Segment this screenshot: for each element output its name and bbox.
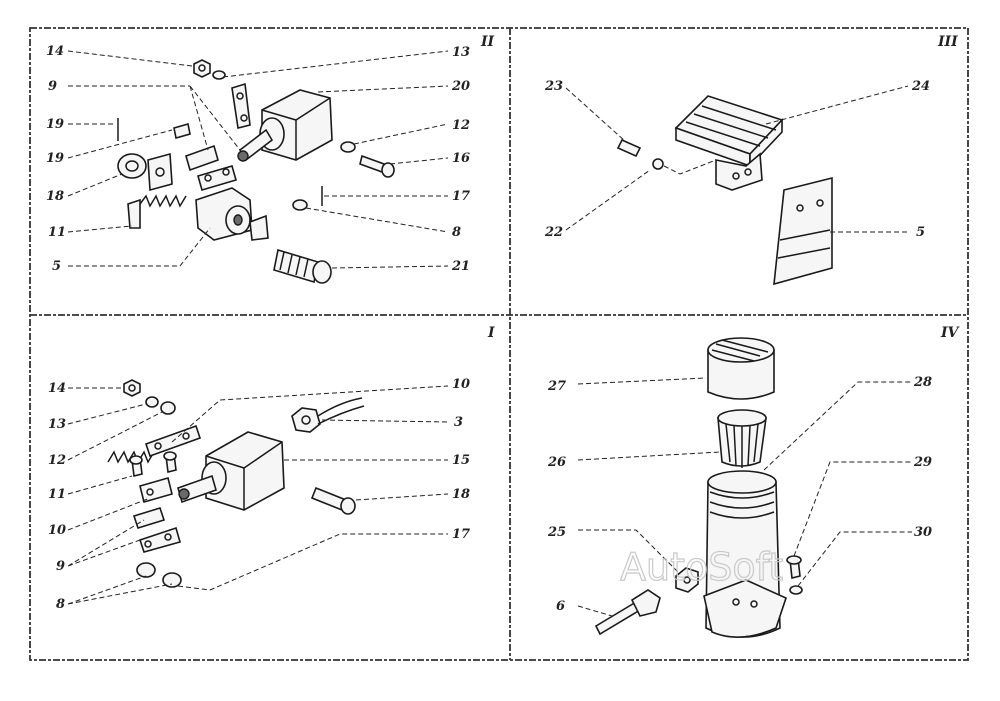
lever-plate-part-2 [197, 165, 237, 191]
callout-I-13: 13 [48, 417, 66, 432]
fitting-part [675, 567, 699, 593]
callout-I-8: 8 [56, 597, 65, 612]
cable-part [317, 397, 365, 425]
spring-hook-part [127, 198, 141, 229]
nut-part [193, 59, 211, 78]
callout-IV-6: 6 [556, 599, 565, 614]
washer-I-part [145, 396, 159, 408]
callout-IV-28: 28 [913, 375, 932, 390]
link-10-part [139, 477, 173, 503]
callout-II-19b: 19 [46, 151, 64, 166]
tube-part [594, 600, 642, 636]
callout-I-14: 14 [48, 381, 66, 396]
panel-IV-drawing [577, 337, 912, 638]
callout-II-11: 11 [48, 225, 66, 240]
washer-8-I-part-2 [162, 572, 182, 588]
callout-II-9: 9 [48, 79, 57, 94]
housing-I-part [205, 431, 285, 511]
callout-I-12: 12 [48, 453, 66, 468]
panel-III-drawing [565, 85, 910, 286]
panel-III-label: III [937, 34, 958, 50]
callout-III-23: 23 [544, 79, 563, 94]
callout-III-5: 5 [916, 225, 925, 240]
panel-II-drawing [67, 50, 449, 284]
bolt-part [359, 154, 385, 174]
callout-III-22: 22 [544, 225, 563, 240]
callout-I-11: 11 [48, 487, 66, 502]
callout-I-17: 17 [452, 527, 470, 542]
panel-I-label: I [487, 325, 495, 341]
washer-part [212, 70, 226, 80]
callout-IV-26: 26 [547, 455, 566, 470]
callout-III-24: 24 [911, 79, 930, 94]
washer-12-part [160, 401, 176, 415]
callout-I-10: 10 [452, 377, 470, 392]
nut-22-part [652, 158, 664, 170]
screw-part [616, 138, 642, 158]
washer-30-part [789, 585, 803, 595]
callout-IV-30: 30 [914, 525, 932, 540]
lever-9-part-2 [138, 526, 181, 553]
callout-I-18: 18 [452, 487, 470, 502]
callout-II-20: 20 [451, 79, 470, 94]
callout-I-15: 15 [452, 453, 470, 468]
panel-II-label: II [480, 34, 495, 50]
callout-I-10b: 10 [48, 523, 66, 538]
small-washer-part [340, 141, 356, 153]
callout-II-19: 19 [46, 117, 64, 132]
callout-II-16: 16 [452, 151, 470, 166]
bracket-part [147, 152, 173, 192]
washer-8-part [292, 199, 308, 211]
cap-part [707, 349, 775, 400]
spring-part [139, 194, 187, 208]
cable-nut-part [291, 407, 321, 433]
watermark: AutoSoft [620, 545, 783, 589]
nut-I-part [123, 379, 141, 397]
callout-IV-27: 27 [547, 379, 566, 394]
large-washer-part [117, 153, 147, 179]
callout-I-9: 9 [56, 559, 65, 574]
callout-II-13: 13 [452, 45, 470, 60]
lever-9-part [132, 507, 166, 529]
panel-I-drawing [67, 379, 449, 605]
callout-II-14: 14 [46, 44, 64, 59]
reservoir-base-part [703, 579, 787, 638]
grip-part [273, 248, 319, 284]
callout-II-21: 21 [451, 259, 470, 274]
clip-part [249, 214, 269, 241]
outer-frame [29, 27, 969, 661]
callout-II-12: 12 [452, 118, 470, 133]
lever-plate-part [185, 144, 219, 172]
panel-IV-label: IV [940, 325, 961, 341]
washer-8-I-part [136, 562, 156, 578]
callout-II-17: 17 [452, 189, 470, 204]
callout-IV-25: 25 [547, 525, 566, 540]
pedal-arm-part [715, 152, 763, 191]
callout-II-8: 8 [452, 225, 461, 240]
callout-I-3: 3 [454, 415, 463, 430]
callout-IV-29: 29 [913, 455, 932, 470]
callout-II-18: 18 [46, 189, 64, 204]
small-link-part [173, 122, 191, 140]
link-plate-part [231, 82, 251, 129]
callout-II-5: 5 [52, 259, 61, 274]
